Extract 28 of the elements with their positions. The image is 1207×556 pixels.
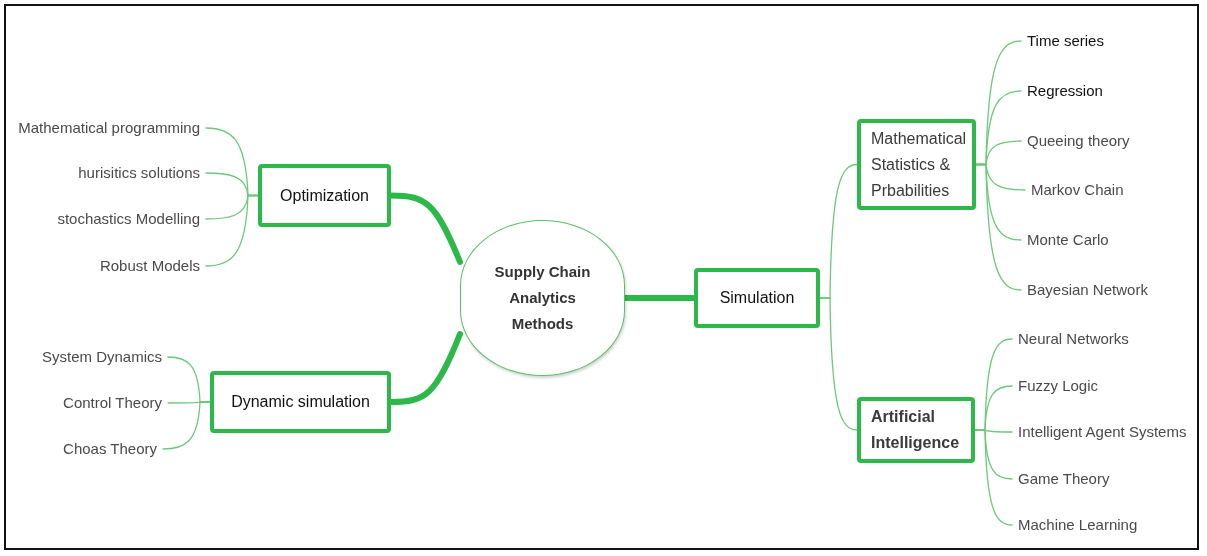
subtopic-text: Game Theory	[1012, 469, 1116, 489]
subtopic-text: Bayesian Network	[1021, 280, 1154, 300]
subtopic-text: Robust Models	[93, 256, 206, 276]
subtopic-text: stochastics Modelling	[51, 209, 206, 229]
topic-box: Simulation	[694, 268, 820, 328]
topic-box: Artificial Intelligence	[857, 397, 975, 463]
connector-line	[819, 297, 858, 431]
topic-box: Mathematical Statistics & Prbabilities	[857, 119, 976, 210]
subtopic-text: Machine Learning	[1012, 515, 1144, 535]
subtopic-text: Control Theory	[57, 393, 168, 413]
subtopic-text: Mathematical programming	[12, 118, 206, 138]
connector-line	[162, 401, 211, 450]
connector-line	[205, 194, 259, 267]
topic-box: Optimization	[258, 164, 391, 227]
subtopic-text: hurisitics solutions	[72, 163, 206, 183]
connector-line	[975, 163, 1022, 291]
subtopic-text: System Dynamics	[35, 347, 168, 367]
subtopic-text: Time series	[1021, 31, 1110, 51]
subtopic-text: Markov Chain	[1025, 180, 1130, 200]
subtopic-text: Intelligent Agent Systems	[1012, 422, 1193, 442]
subtopic-text: Regression	[1021, 81, 1109, 101]
subtopic-text: Fuzzy Logic	[1012, 376, 1105, 396]
subtopic-text: Neural Networks	[1012, 329, 1135, 349]
subtopic-text: Choas Theory	[57, 439, 163, 459]
connector-line	[974, 429, 1013, 526]
subtopic-text: Queeing theory	[1021, 131, 1136, 151]
subtopic-text: Monte Carlo	[1021, 230, 1115, 250]
topic-box: Dynamic simulation	[210, 371, 391, 433]
